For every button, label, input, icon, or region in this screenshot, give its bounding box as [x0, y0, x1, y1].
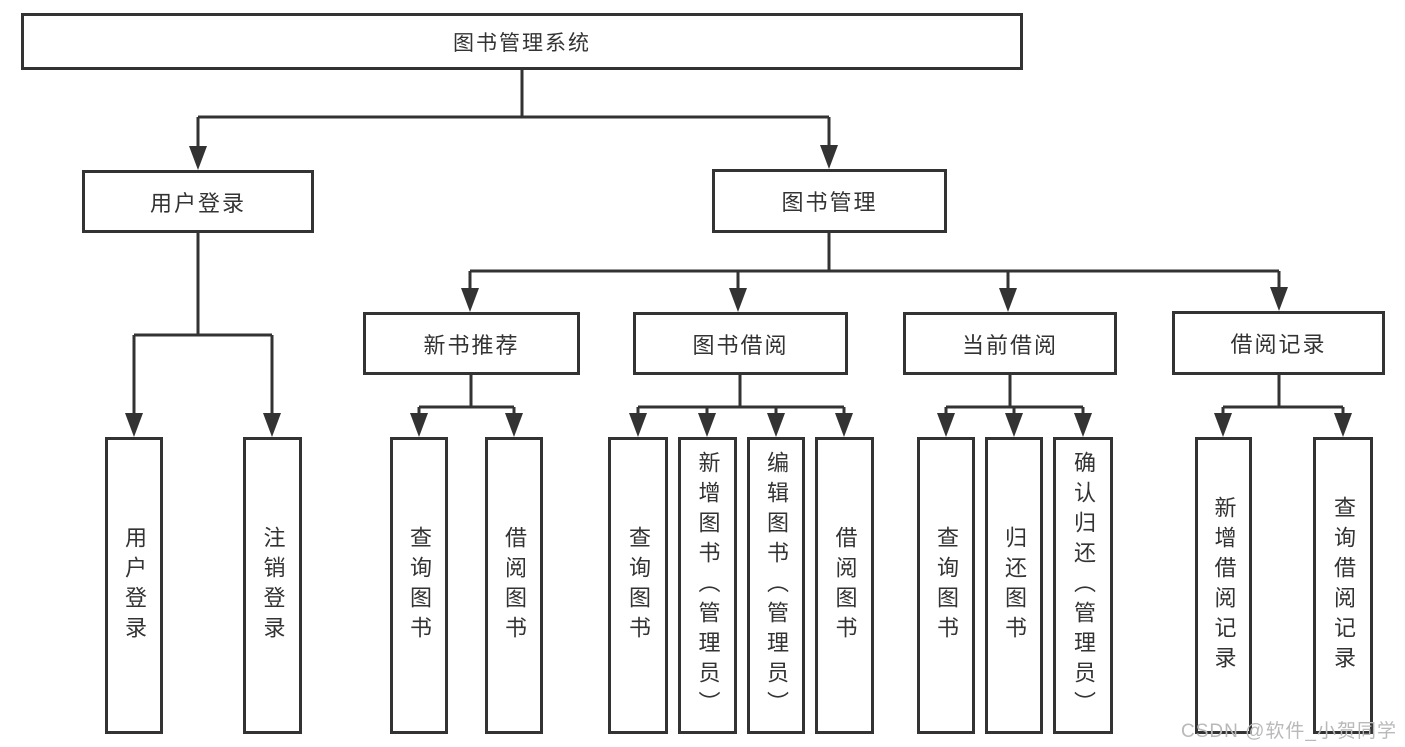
leaf-query-books-3-label: 查询图书 — [934, 525, 959, 646]
leaf-query-borrow-record-label: 查询借阅记录 — [1331, 495, 1356, 676]
leaf-add-borrow-record: 新增借阅记录 — [1195, 437, 1252, 734]
node-root-label: 图书管理系统 — [453, 31, 591, 55]
leaf-query-books-2-label: 查询图书 — [626, 525, 651, 646]
leaf-add-borrow-record-label: 新增借阅记录 — [1211, 495, 1237, 676]
leaf-edit-book-admin: 编辑图书（管理员） — [747, 437, 805, 734]
leaf-user-login: 用户登录 — [105, 437, 163, 734]
node-new-book-rec-label: 新书推荐 — [423, 332, 520, 358]
leaf-logout: 注销登录 — [243, 437, 302, 734]
node-book-mgmt: 图书管理 — [712, 169, 947, 233]
leaf-query-borrow-record: 查询借阅记录 — [1313, 437, 1373, 734]
leaf-add-book-admin-label: 新增图书（管理员） — [695, 450, 721, 721]
leaf-return-books: 归还图书 — [985, 437, 1043, 734]
leaf-edit-book-admin-label: 编辑图书（管理员） — [764, 450, 789, 721]
leaf-query-books-1: 查询图书 — [390, 437, 448, 734]
node-current-borrow-label: 当前借阅 — [961, 332, 1058, 358]
leaf-add-book-admin: 新增图书（管理员） — [678, 437, 737, 734]
node-user-login-label: 用户登录 — [149, 190, 246, 216]
leaf-query-books-2: 查询图书 — [608, 437, 668, 734]
leaf-confirm-return-admin: 确认归还（管理员） — [1053, 437, 1113, 734]
leaf-confirm-return-admin-label: 确认归还（管理员） — [1071, 450, 1096, 721]
leaf-borrow-books-1-label: 借阅图书 — [502, 525, 527, 646]
node-user-login: 用户登录 — [82, 170, 314, 233]
node-book-borrow-label: 图书借阅 — [692, 332, 789, 358]
node-borrow-records: 借阅记录 — [1172, 311, 1385, 375]
leaf-borrow-books-1: 借阅图书 — [485, 437, 543, 734]
node-book-mgmt-label: 图书管理 — [781, 190, 878, 215]
leaf-user-login-label: 用户登录 — [122, 525, 147, 646]
leaf-query-books-3: 查询图书 — [917, 437, 975, 734]
leaf-return-books-label: 归还图书 — [1002, 525, 1027, 646]
node-current-borrow: 当前借阅 — [903, 312, 1117, 375]
node-borrow-records-label: 借阅记录 — [1230, 332, 1327, 357]
leaf-borrow-books-2-label: 借阅图书 — [832, 525, 858, 646]
csdn-watermark: CSDN @软件_小贺同学 — [1181, 721, 1397, 742]
leaf-logout-label: 注销登录 — [260, 525, 286, 646]
leaf-borrow-books-2: 借阅图书 — [815, 437, 874, 734]
leaf-query-books-1-label: 查询图书 — [407, 525, 432, 646]
node-book-borrow: 图书借阅 — [633, 312, 848, 375]
node-root: 图书管理系统 — [21, 13, 1023, 70]
node-new-book-rec: 新书推荐 — [363, 312, 580, 375]
